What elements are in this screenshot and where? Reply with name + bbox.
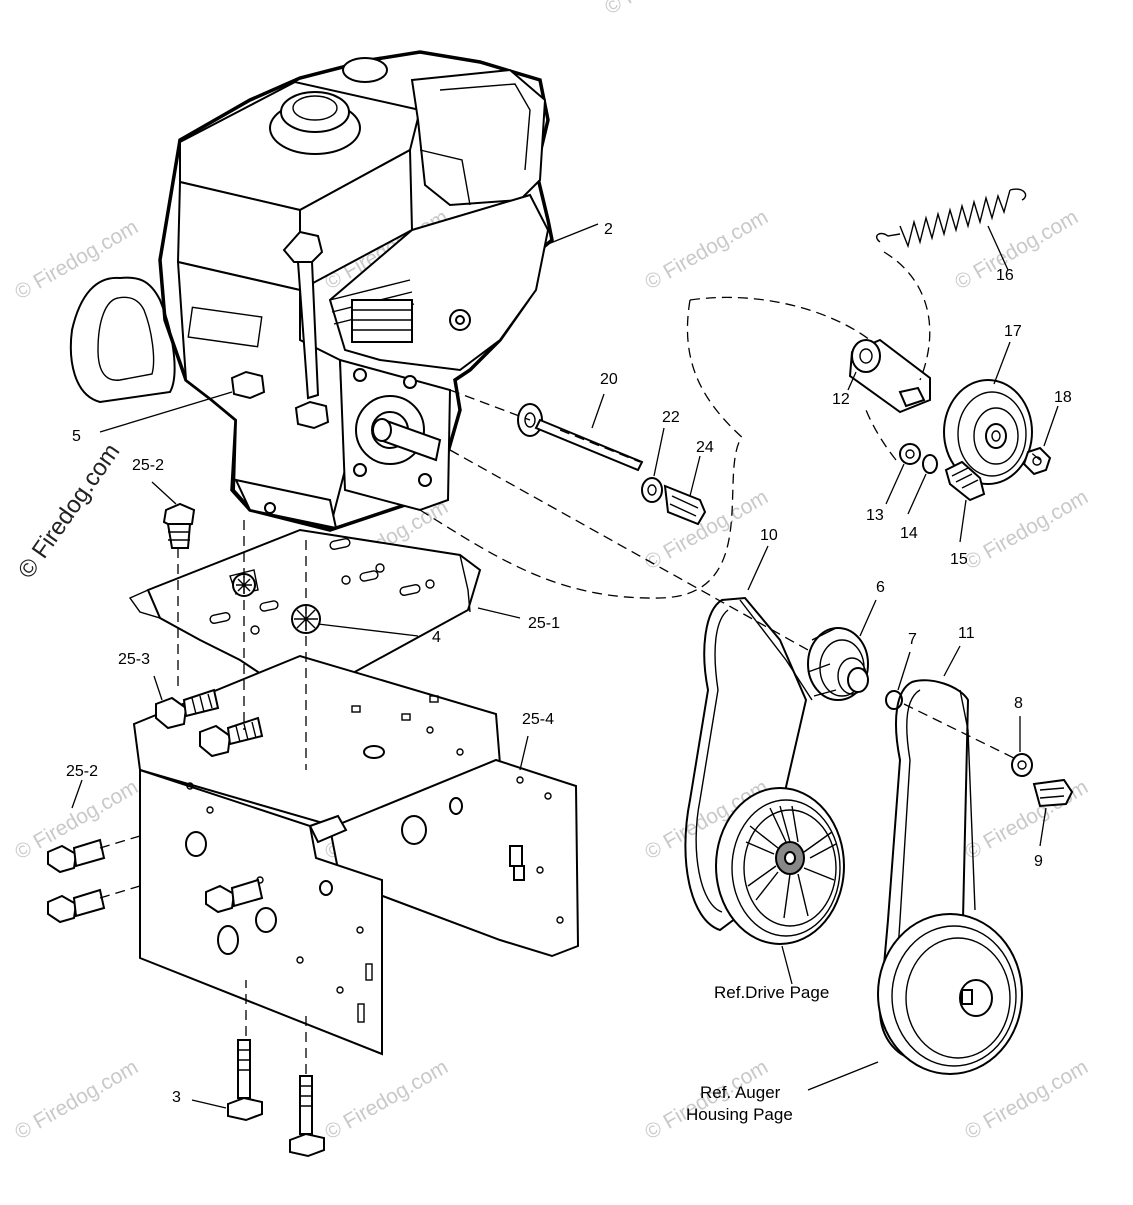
- frame: [132, 654, 580, 1056]
- watermark: © Firedog.com: [601, 0, 732, 19]
- callout-22: 22: [662, 409, 680, 426]
- watermark: © Firedog.com: [961, 1055, 1092, 1144]
- ref-auger-line2: Housing Page: [686, 1105, 793, 1124]
- auger-pulley-rim: [877, 913, 1023, 1075]
- bolt-25-3: [199, 724, 232, 758]
- watermark: © Firedog.com: [951, 205, 1082, 294]
- engine-pulley-assembly: [807, 627, 1074, 808]
- idler-assembly: [848, 338, 1052, 502]
- bolt-25-2-lower: [47, 894, 78, 924]
- callout-2: 2: [604, 221, 613, 238]
- cooling-fins: [351, 299, 413, 343]
- watermark: © Firedog.com: [961, 775, 1092, 864]
- watermark: © Firedog.com: [11, 1055, 142, 1144]
- carriage-bolt-3: [227, 1096, 263, 1122]
- washer-14: [922, 454, 938, 474]
- ref-drive-page: Ref.Drive Page: [714, 983, 829, 1002]
- washer-22: [641, 477, 663, 503]
- callout-14: 14: [900, 525, 918, 542]
- nut-18: [1022, 446, 1052, 476]
- bolt-25-2-upper: [162, 502, 196, 530]
- callout-20: 20: [600, 371, 618, 388]
- washer-8: [1011, 753, 1033, 777]
- callout-5: 5: [72, 428, 81, 445]
- watermark-dark: © Firedog.com: [13, 439, 126, 584]
- bolt-24: [663, 484, 707, 526]
- plate-25-1: [146, 528, 482, 681]
- callout-25-3: 25-3: [118, 651, 150, 668]
- callout-4: 4: [432, 629, 441, 646]
- callout-12: 12: [832, 391, 850, 408]
- callout-25-2-upper: 25-2: [132, 457, 164, 474]
- auger-pulley: [877, 913, 1023, 1075]
- drive-belt-10: [684, 596, 808, 932]
- recoil-start-handle: [69, 276, 176, 404]
- handle-grip-opening: [97, 296, 155, 381]
- bolt-25-3: [155, 696, 188, 730]
- callout-7: 7: [908, 631, 917, 648]
- engine-nut: [230, 370, 266, 400]
- washer-13: [899, 443, 921, 465]
- air-cleaner-housing: [410, 68, 547, 207]
- watermark: © Firedog.com: [321, 1055, 452, 1144]
- bolt-20: [534, 418, 644, 472]
- callout-18: 18: [1054, 389, 1072, 406]
- frame-bolts: [47, 502, 325, 1158]
- engine-nut: [294, 400, 330, 430]
- callout-25-2-lower: 25-2: [66, 763, 98, 780]
- callout-10: 10: [760, 527, 778, 544]
- leader-lines: [71, 223, 1059, 1109]
- callout-24: 24: [696, 439, 714, 456]
- watermark: © Firedog.com: [961, 485, 1092, 574]
- auger-belt-11: [878, 679, 970, 1062]
- dipstick-handle: [282, 230, 324, 263]
- callout-3: 3: [172, 1089, 181, 1106]
- fuel-cap: [280, 91, 350, 133]
- callout-25-1: 25-1: [528, 615, 560, 632]
- bolt-25-2-lower: [205, 884, 236, 914]
- watermark: © Firedog.com: [641, 485, 772, 574]
- callout-16: 16: [996, 267, 1014, 284]
- alignment-lines: [99, 251, 1041, 1074]
- callout-11: 11: [958, 625, 975, 642]
- engine-base: [234, 478, 338, 530]
- callout-25-4: 25-4: [522, 711, 554, 728]
- upper-fasteners: [517, 403, 707, 526]
- belts: [684, 596, 976, 1062]
- bolt-25-2-lower: [47, 844, 78, 874]
- ref-auger-line1: Ref. Auger: [700, 1083, 781, 1102]
- watermark: © Firedog.com: [641, 205, 772, 294]
- shoulder-bolt-15: [944, 460, 986, 502]
- callout-17: 17: [1004, 323, 1022, 340]
- carriage-bolt-3: [289, 1132, 325, 1158]
- callout-6: 6: [876, 579, 885, 596]
- spring: [876, 188, 1027, 249]
- callout-8: 8: [1014, 695, 1023, 712]
- bolt-9: [1032, 778, 1074, 808]
- drive-pulley: [715, 787, 845, 945]
- callout-9: 9: [1034, 853, 1043, 870]
- callout-15: 15: [950, 551, 968, 568]
- callout-13: 13: [866, 507, 884, 524]
- callout-labels: 2 3 4 5 6 7 8 9 10 11 12 13 14 15 16 17 …: [66, 221, 1072, 1124]
- dipstick-tube: [296, 261, 320, 400]
- engine: [69, 50, 554, 532]
- oil-cap: [342, 57, 388, 83]
